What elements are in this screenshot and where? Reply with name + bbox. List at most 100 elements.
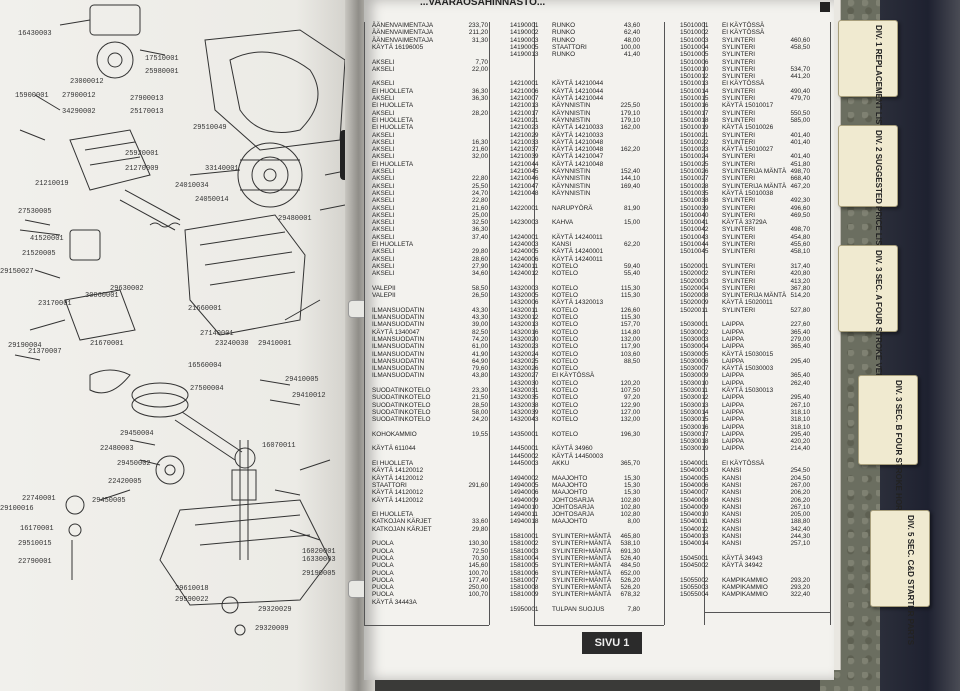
diagram-label: 23240030: [215, 340, 249, 348]
price-row-desc: KANSI: [722, 533, 742, 540]
price-row-desc: KOTELO: [552, 270, 578, 278]
price-row: KÄYTÄ 14120012: [370, 497, 490, 505]
price-row-desc: SYLINTERI: [722, 233, 756, 241]
price-row-code: 15010002: [680, 29, 709, 37]
price-row-price: 465,80: [620, 533, 640, 540]
price-row-desc: AKSELI: [372, 175, 395, 183]
diagram-label: 29450004: [120, 430, 154, 438]
price-row-desc: SYLINTERI+MÄNTÄ: [552, 533, 612, 540]
price-row-code: 15010010: [680, 65, 709, 73]
price-row-desc: KÄYTÄ 14240011: [552, 255, 603, 263]
price-row-desc: KANSI: [722, 503, 742, 511]
price-row-desc: SYLINTERIJA MÄNTÄ: [722, 292, 787, 300]
price-row-code: 15030014: [680, 408, 709, 416]
price-row-code: 15010026: [680, 168, 709, 175]
price-row-price: 401,40: [790, 131, 810, 139]
price-row-price: 451,80: [790, 160, 810, 168]
price-row-desc: AKSELI: [372, 131, 395, 139]
price-row-code: 15055003: [680, 584, 709, 592]
price-row-code: 15810009: [510, 591, 539, 599]
price-row-price: 204,50: [790, 474, 810, 482]
price-row-price: 28,60: [472, 255, 488, 263]
price-row-desc: PUOLA: [372, 584, 394, 592]
price-row-price: 43,30: [472, 314, 488, 321]
price-row-desc: KÄYTÄ 15010017: [722, 102, 774, 110]
price-row-price: 526,40: [620, 554, 640, 562]
price-row-price: 177,40: [468, 576, 488, 584]
price-row-code: 15030016: [680, 423, 709, 431]
price-row-desc: KANSI: [722, 489, 742, 497]
tab-label: DIV. 2 SUGGESTED PRICE LISTS: [874, 130, 883, 256]
tab-div-3-four-stroke-horizontal[interactable]: DIV. 3 SEC. B FOUR STROKE HORIZONTAL: [858, 375, 918, 545]
price-row-code: 14320025: [510, 357, 539, 365]
price-row-desc: AKSELI: [372, 189, 395, 197]
tab-div-3-four-stroke-vertical[interactable]: DIV. 3 SEC. A FOUR STROKE VERTICAL: [838, 245, 898, 402]
price-row-desc: AKSELI: [372, 197, 395, 205]
price-row-desc: SYLINTERI: [722, 153, 756, 161]
price-row-code: 14940005: [510, 481, 539, 489]
price-row-price: 115,30: [620, 284, 640, 292]
price-row-code: 14450003: [510, 460, 539, 467]
price-row-desc: EI HUOLLETA: [372, 241, 414, 248]
price-row-price: 132,00: [620, 416, 640, 424]
price-row-desc: SYLINTERI: [722, 58, 756, 66]
price-row-price: 365,40: [790, 328, 810, 336]
price-row-code: 15010038: [680, 197, 709, 205]
price-row-desc: AKSELI: [372, 262, 395, 270]
price-row-code: 15020008: [680, 292, 709, 300]
price-row-code: 14190003: [510, 36, 539, 44]
price-row-price: 37,40: [472, 233, 488, 241]
diagram-label: 24050014: [195, 196, 229, 204]
price-row-code: 15010041: [680, 219, 709, 227]
price-row-desc: SYLINTERI: [722, 36, 756, 44]
price-row-code: 15030013: [680, 401, 709, 409]
price-row-code: 15030018: [680, 438, 709, 446]
price-row-price: 250,00: [468, 584, 488, 592]
price-row: KÄYTÄ 14120012: [370, 467, 490, 475]
price-row-code: 14210017: [510, 109, 539, 117]
price-row-code: 14210048: [510, 189, 539, 197]
price-row-desc: KOTELO: [552, 306, 578, 314]
price-row-desc: KÄYNNISTIN: [552, 116, 591, 124]
price-row-price: 16,30: [472, 138, 488, 146]
price-row-price: 227,60: [790, 321, 810, 329]
price-row-code: 15040012: [680, 525, 709, 533]
price-row-code: 15030011: [680, 387, 708, 394]
price-row-price: 365,40: [790, 372, 810, 380]
tab-div-1-replacement-lists[interactable]: DIV. 1 REPLACEMENT LISTS: [838, 20, 898, 135]
price-row-price: 100,70: [468, 591, 488, 599]
diagram-label: 23170001: [38, 300, 72, 308]
tab-div-2-suggested-price-lists[interactable]: DIV. 2 SUGGESTED PRICE LISTS: [838, 125, 898, 256]
price-row-desc: LAIPPA: [722, 357, 744, 365]
price-row-price: 401,40: [790, 138, 810, 146]
tab-div-5-starter-parts[interactable]: DIV. 5 SEC. C&D STARTER PARTS: [870, 510, 930, 645]
price-row-price: 460,60: [790, 36, 810, 44]
price-row-price: 130,30: [468, 540, 488, 548]
